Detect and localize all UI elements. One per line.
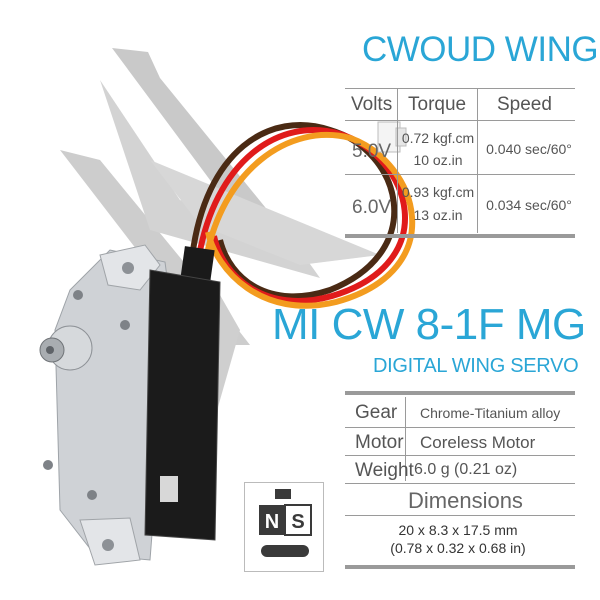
- model-name: MI CW 8-1F MG: [272, 300, 586, 349]
- row1-speed: 0.040 sec/60°: [486, 141, 572, 157]
- series-title: CWOUD WING: [362, 30, 599, 69]
- servo-connector: [377, 121, 407, 153]
- ns-letter-s: S: [291, 511, 304, 533]
- dimensions-in: (0.78 x 0.32 x 0.68 in): [390, 540, 526, 556]
- wire-brown: [189, 122, 398, 300]
- ns-logo-graphic: N S: [259, 489, 312, 557]
- spec-label-gear: Gear: [355, 402, 398, 423]
- row2-volts: 6.0V: [352, 197, 392, 218]
- output-spline-center: [46, 346, 54, 354]
- spec-label-weight: Weight: [355, 460, 414, 481]
- screw: [87, 490, 97, 500]
- dimensions-title: Dimensions: [408, 488, 523, 513]
- model-subtitle: DIGITAL WING SERVO: [373, 355, 579, 377]
- mount-hole-bottom: [102, 539, 114, 551]
- col-header-torque: Torque: [408, 94, 467, 115]
- screw: [43, 460, 53, 470]
- ns-logo: N S: [244, 482, 324, 572]
- spec-value-motor: Coreless Motor: [420, 433, 536, 452]
- watermark-stroke-3: [100, 80, 320, 278]
- row2-torque-kgf: 0.93 kgf.cm: [401, 184, 475, 200]
- spec-value-weight: 6.0 g (0.21 oz): [414, 461, 518, 478]
- row1-torque-ozin: 10 oz.in: [413, 152, 463, 168]
- spec-label-motor: Motor: [355, 432, 404, 453]
- mount-hole-top: [122, 262, 134, 274]
- spec-value-gear: Chrome-Titanium alloy: [420, 405, 561, 421]
- ns-letter-n: N: [265, 511, 279, 533]
- wire-orange: [202, 131, 415, 309]
- servo-label-panel: [144, 269, 221, 541]
- row2-torque-ozin: 13 oz.in: [413, 207, 463, 223]
- row1-torque-kgf: 0.72 kgf.cm: [401, 130, 475, 146]
- row1-volts: 5.0V: [352, 141, 392, 162]
- screw: [73, 290, 83, 300]
- watermark-stroke-4: [150, 160, 380, 265]
- col-header-volts: Volts: [351, 94, 393, 115]
- col-header-speed: Speed: [497, 94, 552, 115]
- row2-speed: 0.034 sec/60°: [486, 197, 572, 213]
- dimensions-mm: 20 x 8.3 x 17.5 mm: [398, 522, 518, 538]
- watermark-stroke-1: [112, 48, 300, 250]
- screw: [120, 320, 130, 330]
- label-ns-mark: [160, 476, 178, 502]
